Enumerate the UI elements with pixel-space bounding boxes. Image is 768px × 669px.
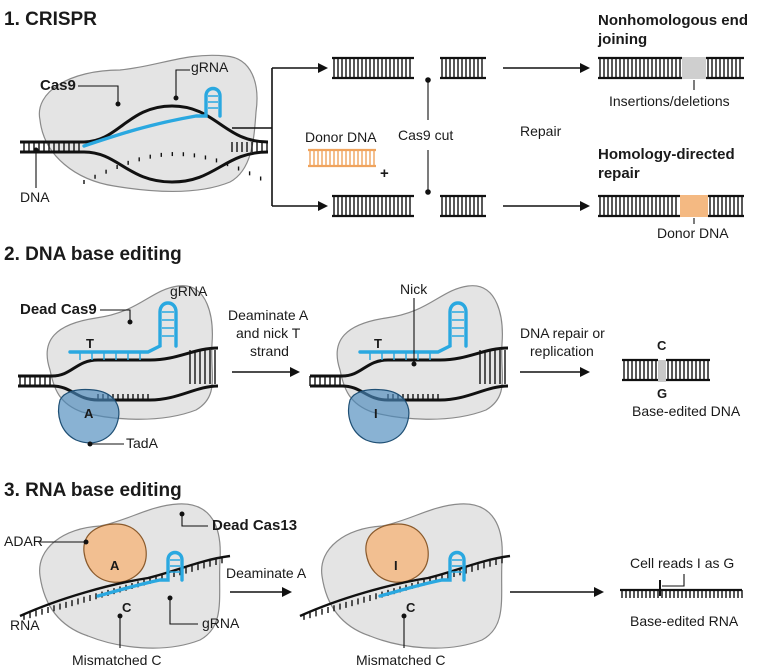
dead-cas13-label: Dead Cas13 bbox=[212, 517, 297, 534]
cas9-protein bbox=[38, 54, 258, 193]
rna-strand-1 bbox=[19, 554, 231, 620]
fork-arrows bbox=[232, 67, 318, 207]
hdr-title-line2: repair bbox=[598, 165, 640, 182]
cas9-label: Cas9 bbox=[40, 77, 76, 94]
arrowhead bbox=[318, 63, 328, 73]
adar-enzyme-2 bbox=[365, 523, 429, 583]
tada-label: TadA bbox=[126, 435, 159, 451]
nhej-title-line1: Nonhomologous end bbox=[598, 12, 748, 29]
step-label-line1: Deaminate A bbox=[228, 307, 309, 323]
dead-cas9-label: Dead Cas9 bbox=[20, 301, 97, 318]
base-c-2: C bbox=[122, 600, 132, 615]
grna-label-1: gRNA bbox=[191, 59, 229, 75]
hdr-title-line1: Homology-directed bbox=[598, 146, 735, 163]
base-edited-dna bbox=[622, 358, 710, 382]
repair-label-line1: DNA repair or bbox=[520, 325, 605, 341]
base-t-1: T bbox=[86, 336, 94, 351]
hdr-dna bbox=[598, 194, 744, 218]
step-label-line2: and nick T bbox=[236, 325, 301, 341]
base-g-1: G bbox=[657, 386, 667, 401]
base-i-2: I bbox=[394, 558, 398, 573]
tada-enzyme bbox=[57, 388, 120, 444]
cas9-leader bbox=[78, 85, 119, 104]
section1-title: 1. CRISPR bbox=[4, 9, 97, 30]
repair-label: Repair bbox=[520, 123, 562, 139]
base-a-1: A bbox=[84, 406, 94, 421]
base-c-1: C bbox=[657, 338, 667, 353]
guide-rna-2 bbox=[68, 301, 178, 360]
nhej-title-line2: joining bbox=[597, 31, 647, 48]
step-label-line3: strand bbox=[250, 343, 289, 359]
cas9-cut-label: Cas9 cut bbox=[398, 127, 453, 143]
indel-highlight bbox=[682, 57, 706, 79]
base-t-2: T bbox=[374, 336, 382, 351]
donor-insert-highlight bbox=[680, 195, 708, 217]
plus-sign: + bbox=[380, 165, 389, 182]
guide-rna-1 bbox=[82, 86, 222, 148]
repair-label-line2: replication bbox=[530, 343, 594, 359]
grna-label-4: gRNA bbox=[202, 615, 240, 631]
mismatch-label-2: Mismatched C bbox=[356, 652, 445, 668]
donor-dna-label-1: Donor DNA bbox=[305, 129, 377, 145]
guide-rna-4 bbox=[96, 550, 184, 598]
hdr-donor-label: Donor DNA bbox=[657, 225, 729, 241]
step-label-s3: Deaminate A bbox=[226, 565, 307, 581]
section3-title: 3. RNA base editing bbox=[4, 480, 182, 501]
dna-label-1: DNA bbox=[20, 189, 50, 205]
nick-label: Nick bbox=[400, 281, 428, 297]
cell-reads-label: Cell reads I as G bbox=[630, 555, 734, 571]
guide-rna-3 bbox=[358, 301, 468, 360]
base-i-1: I bbox=[374, 406, 378, 421]
base-a-2: A bbox=[110, 558, 120, 573]
base-edited-rna bbox=[620, 588, 743, 598]
grna-leader-1 bbox=[175, 69, 190, 98]
base-edited-rna-label: Base-edited RNA bbox=[630, 613, 739, 629]
adar-label: ADAR bbox=[4, 533, 43, 549]
indel-label: Insertions/deletions bbox=[609, 93, 730, 109]
donor-dna bbox=[308, 148, 376, 168]
arrowhead bbox=[318, 201, 328, 211]
dna-helix-2 bbox=[18, 346, 219, 402]
cut-dna-top bbox=[332, 56, 486, 80]
dna-helix-1 bbox=[20, 104, 269, 184]
guide-rna-5 bbox=[378, 550, 466, 598]
adar-enzyme bbox=[83, 523, 147, 583]
edit-highlight bbox=[658, 360, 666, 382]
rna-label: RNA bbox=[10, 617, 40, 633]
dna-helix-3 bbox=[309, 346, 509, 402]
base-c-3: C bbox=[406, 600, 416, 615]
tada-enzyme-2 bbox=[347, 388, 410, 444]
base-edited-dna-label: Base-edited DNA bbox=[632, 403, 741, 419]
nhej-dna bbox=[598, 56, 744, 80]
mismatch-label-1: Mismatched C bbox=[72, 652, 161, 668]
section2-title: 2. DNA base editing bbox=[4, 244, 182, 265]
grna-label-2: gRNA bbox=[170, 283, 208, 299]
cut-dna-bottom bbox=[332, 194, 486, 218]
